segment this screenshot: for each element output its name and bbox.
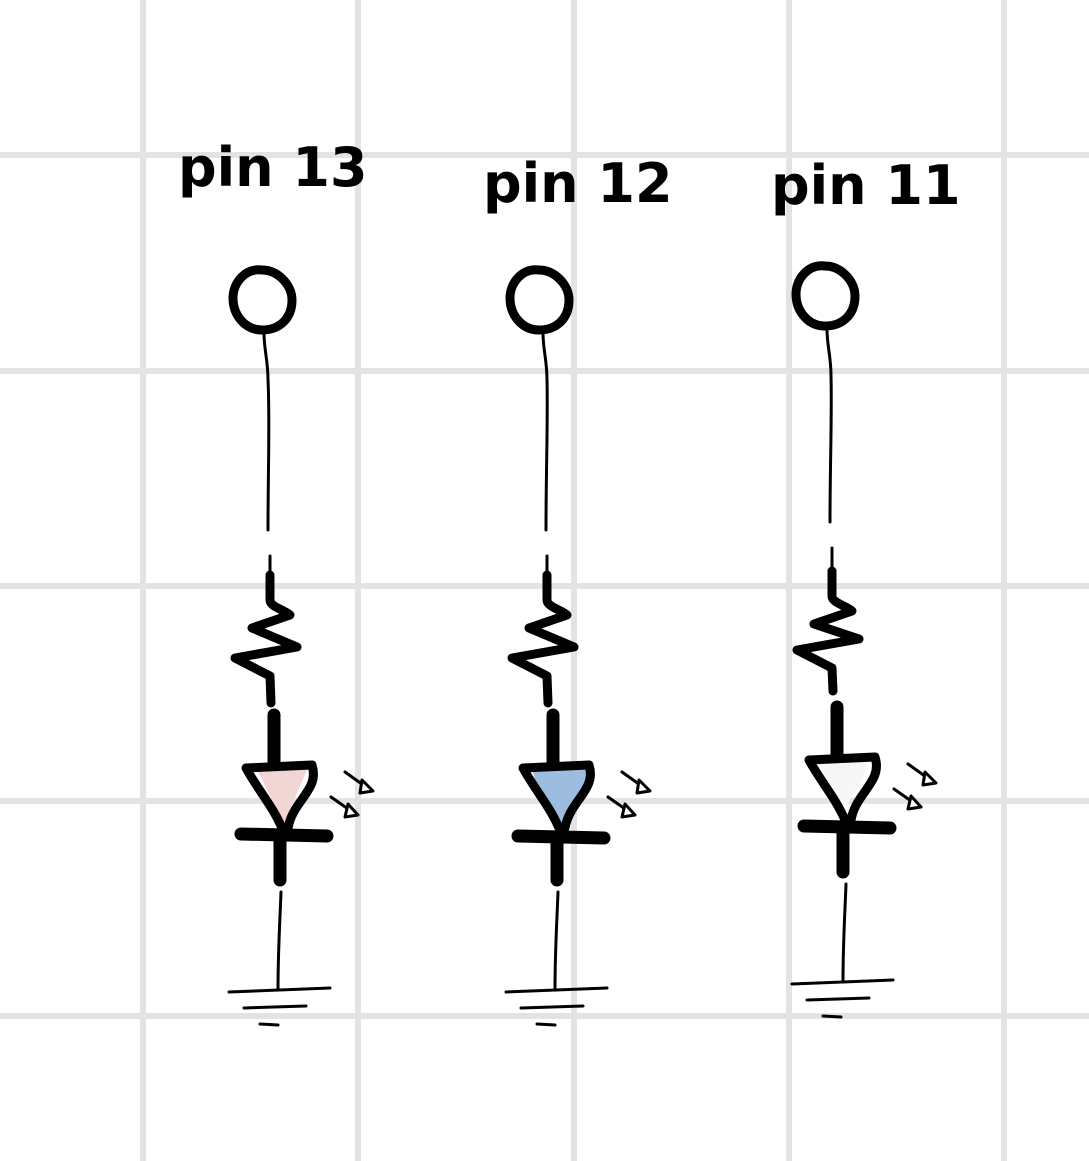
ground-symbol [504,986,609,1027]
wire [553,890,560,992]
resistor-symbol [230,570,302,708]
resistor-symbol [792,566,864,696]
wire [825,327,833,524]
pin-terminal [791,261,860,331]
circuit-pin-12: pin 12 [483,152,673,1027]
pin-label: pin 12 [483,152,673,215]
wire [541,331,549,532]
led-symbol [241,760,318,833]
wire [841,882,848,984]
light-emission-arrows-icon [606,770,652,819]
pin-label: pin 13 [178,136,368,199]
wire [262,331,271,532]
ground-symbol [790,978,895,1019]
light-emission-arrows-icon [892,762,938,811]
wire [276,890,283,992]
circuit-pin-13: pin 13 [178,136,375,1027]
led-symbol [804,752,881,825]
led-symbol [518,760,595,833]
led-body [820,761,867,806]
led-body [532,766,588,822]
pin-terminal [505,265,574,335]
led-body [257,770,307,823]
pin-terminal [228,265,297,335]
pin-label: pin 11 [771,154,961,217]
light-emission-arrows-icon [329,770,375,819]
circuit-pin-11: pin 11 [771,154,961,1019]
resistor-symbol [507,570,579,708]
ground-symbol [227,986,332,1027]
